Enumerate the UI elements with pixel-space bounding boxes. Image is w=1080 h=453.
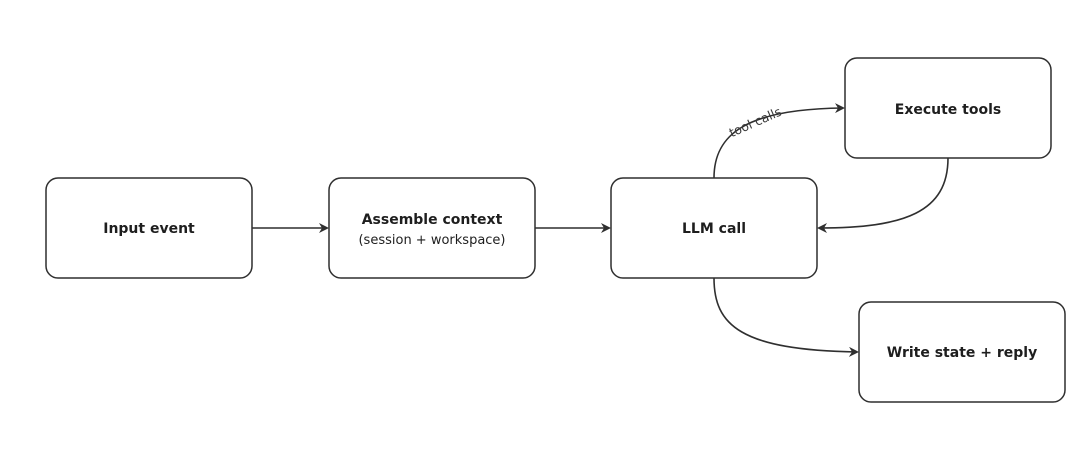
edge-execute-tools-to-llm	[817, 157, 949, 233]
node-assemble-context-subtitle: (session + workspace)	[358, 233, 505, 248]
node-execute-tools-title: Execute tools	[895, 102, 1001, 118]
node-llm-call-title: LLM call	[682, 221, 746, 237]
node-assemble-context-title: Assemble context	[362, 212, 503, 228]
node-assemble-context: Assemble context (session + workspace)	[328, 177, 536, 279]
node-write-state-reply: Write state + reply	[858, 301, 1066, 403]
edge-label-tool-calls: tool calls	[727, 104, 784, 140]
edge-llm-to-write-state	[713, 277, 859, 357]
edge-llm-to-execute-tools	[713, 103, 845, 179]
node-input-event-title: Input event	[103, 221, 195, 237]
node-execute-tools: Execute tools	[844, 57, 1052, 159]
node-llm-call: LLM call	[610, 177, 818, 279]
node-input-event: Input event	[45, 177, 253, 279]
node-write-state-reply-title: Write state + reply	[887, 345, 1037, 361]
